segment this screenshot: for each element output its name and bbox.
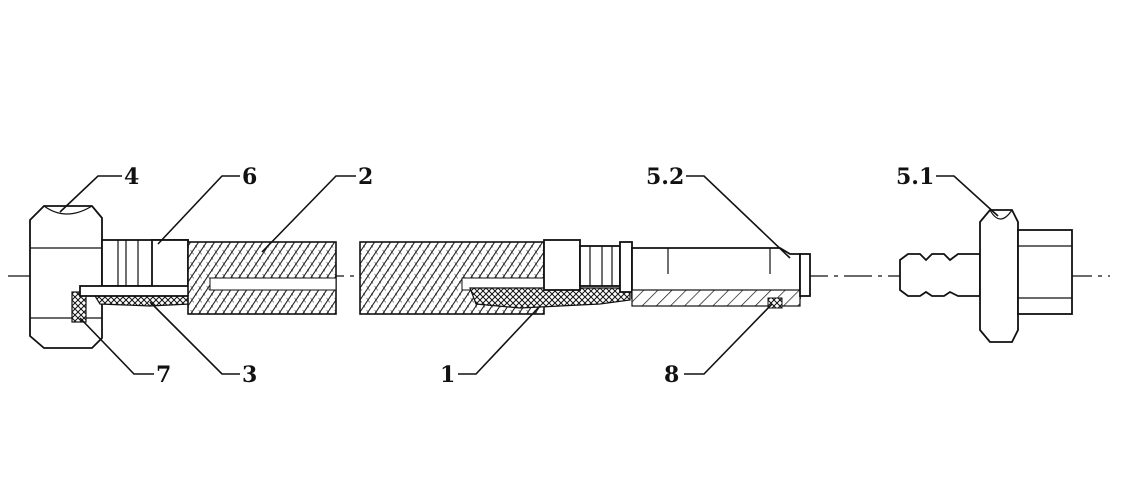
leader-lines — [59, 175, 999, 375]
callout-3: 3 — [242, 362, 257, 388]
callout-5-2: 5.2 — [646, 164, 684, 190]
o-ring — [767, 297, 783, 309]
callout-1: 1 — [440, 362, 455, 388]
union-nut — [29, 205, 103, 349]
callout-2: 2 — [358, 164, 373, 190]
fitting-adapter — [899, 209, 1073, 343]
callout-4: 4 — [124, 164, 139, 190]
right-nipple — [543, 239, 811, 307]
crimp-sleeve-right — [469, 287, 631, 309]
callout-5-1: 5.1 — [896, 164, 934, 190]
gasket — [71, 291, 87, 323]
callout-7: 7 — [156, 362, 171, 388]
left-nipple — [101, 239, 189, 289]
callout-8: 8 — [664, 362, 679, 388]
callout-6: 6 — [242, 164, 257, 190]
